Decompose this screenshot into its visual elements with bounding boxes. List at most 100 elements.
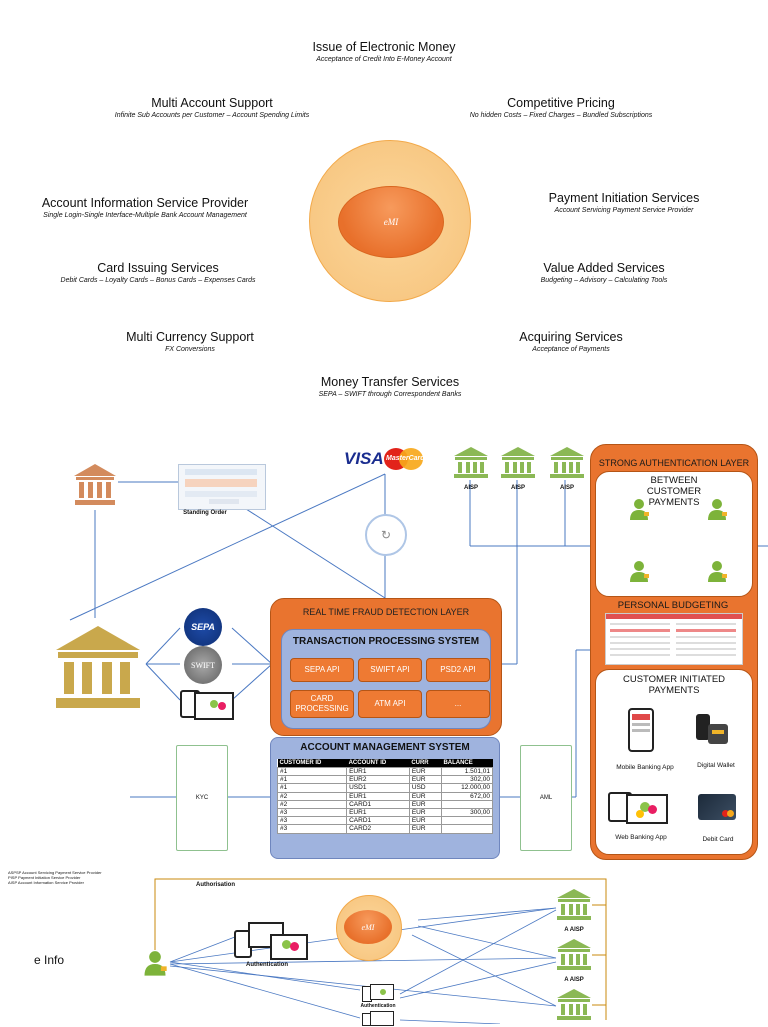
cell: EUR1 xyxy=(346,791,410,801)
more-api-button[interactable]: ... xyxy=(426,690,490,718)
service-title: Value Added Services xyxy=(543,261,665,275)
cell: USD xyxy=(408,783,442,793)
mobile-banking-app-label: Mobile Banking App xyxy=(616,764,674,771)
service-sub: Acceptance of Payments xyxy=(532,346,610,353)
person-icon-3 xyxy=(630,561,649,582)
service-issue: Issue of Electronic Money Acceptance of … xyxy=(234,40,534,64)
mastercard-yellow-circle xyxy=(399,448,423,470)
fraud-detection-layer: REAL TIME FRAUD DETECTION LAYER TRANSACT… xyxy=(270,598,502,736)
service-multi-account: Multi Account Support Infinite Sub Accou… xyxy=(62,96,362,120)
cell: USD1 xyxy=(346,783,410,793)
mastercard-text: MasterCard xyxy=(386,455,425,462)
cell: EUR xyxy=(408,766,442,777)
strong-auth-title: STRONG AUTHENTICATION LAYER xyxy=(598,458,750,468)
authentication-label-2: Authentication xyxy=(360,1003,396,1009)
between-customer-panel: BETWEEN CUSTOMER PAYMENTS xyxy=(595,471,753,597)
service-title: Account Information Service Provider xyxy=(41,196,249,210)
digital-wallet-label: Digital Wallet xyxy=(697,762,735,769)
cell: EUR xyxy=(408,807,442,818)
service-card: Card Issuing Services Debit Cards – Loya… xyxy=(8,261,308,285)
service-transfer: Money Transfer Services SEPA – SWIFT thr… xyxy=(240,375,540,399)
col-currency: CURR xyxy=(409,759,442,768)
personal-budgeting-title: PERSONAL BUDGETING xyxy=(617,600,729,611)
account-management-system: ACCOUNT MANAGEMENT SYSTEM CUSTOMER ID AC… xyxy=(270,737,500,859)
atm-api-button[interactable]: ATM API xyxy=(358,690,422,718)
cell: 12.000,00 xyxy=(440,783,494,793)
authorisation-label: Authorisation xyxy=(196,882,235,888)
bank-icon xyxy=(454,447,488,478)
main-bank-icon xyxy=(56,626,140,708)
budget-spreadsheet-image xyxy=(605,613,743,665)
cell: EUR2 xyxy=(346,775,410,785)
initiated-title: CUSTOMER INITIATED PAYMENTS xyxy=(622,674,726,696)
authentication-label-1: Authentication xyxy=(246,962,288,968)
sepa-api-button[interactable]: SEPA API xyxy=(290,658,354,682)
aml-label: AML xyxy=(539,795,553,801)
person-icon-2 xyxy=(708,499,727,520)
service-sub: FX Conversions xyxy=(165,346,215,353)
cell: EUR xyxy=(408,799,442,809)
cell: #2 xyxy=(276,791,348,801)
user-person-icon xyxy=(144,951,167,976)
abbreviation-legend: ASPSP Account Servicing Payment Service … xyxy=(8,870,102,885)
kyc-label: KYC xyxy=(195,795,209,801)
customer-initiated-panel: CUSTOMER INITIATED PAYMENTS Mobile Banki… xyxy=(595,669,753,855)
cell: EUR xyxy=(408,775,442,785)
swift-api-button[interactable]: SWIFT API xyxy=(358,658,422,682)
aisp-label: AISP xyxy=(510,485,525,491)
web-banking-devices-icon xyxy=(608,790,668,824)
service-pis: Payment Initiation Services Account Serv… xyxy=(494,191,754,215)
col-account-id: ACCOUNT ID xyxy=(346,759,410,768)
tps-title: TRANSACTION PROCESSING SYSTEM xyxy=(292,636,480,647)
ams-title: ACCOUNT MANAGEMENT SYSTEM xyxy=(300,742,470,753)
psd2-api-button[interactable]: PSD2 API xyxy=(426,658,490,682)
swift-text: SWIFT xyxy=(191,660,215,670)
devices-icon xyxy=(180,688,234,722)
cell: 300,00 xyxy=(440,807,494,818)
service-title: Multi Currency Support xyxy=(126,330,254,344)
bottom-emi-circle: eMI xyxy=(336,895,402,961)
visa-mastercard-logo: VISA MasterCard xyxy=(344,448,426,472)
cell: #3 xyxy=(276,807,348,818)
service-title: Multi Account Support xyxy=(151,96,273,110)
legend-line: PISP Payment Initiation Service Provider xyxy=(8,875,81,880)
digital-wallet-icon xyxy=(696,710,730,746)
cell: EUR xyxy=(408,791,442,801)
person-icon-1 xyxy=(630,499,649,520)
bank-icon xyxy=(74,464,116,505)
cell: #3 xyxy=(276,824,348,834)
bank-icon xyxy=(550,447,584,478)
standing-order-label: Standing Order xyxy=(183,510,227,516)
cell: 672,00 xyxy=(440,791,494,801)
service-sub: SEPA – SWIFT through Correspondent Banks xyxy=(318,391,462,398)
service-acquiring: Acquiring Services Acceptance of Payment… xyxy=(471,330,671,354)
cell: #1 xyxy=(276,775,348,785)
card-processing-button[interactable]: CARD PROCESSING xyxy=(290,690,354,718)
cell: #3 xyxy=(276,816,348,826)
sync-circle-icon: ↻ xyxy=(365,514,407,556)
cell: 1.501,01 xyxy=(440,766,494,777)
service-title: Issue of Electronic Money xyxy=(312,40,456,54)
cell xyxy=(440,824,494,834)
service-title: Money Transfer Services xyxy=(320,375,460,389)
cell: #2 xyxy=(276,799,348,809)
visa-text: VISA xyxy=(344,449,384,468)
sepa-logo: SEPA xyxy=(184,608,222,646)
cell: EUR xyxy=(408,824,442,834)
kyc-box: KYC xyxy=(176,745,228,851)
cell xyxy=(440,816,494,826)
cell: EUR xyxy=(408,816,442,826)
authentication-devices-icon xyxy=(234,920,308,960)
aisp-label: AISP xyxy=(559,485,574,491)
authentication-device-2 xyxy=(362,984,394,1002)
aml-box: AML xyxy=(520,745,572,851)
debit-card-label: Debit Card xyxy=(702,836,734,843)
mobile-phone-icon xyxy=(628,708,654,752)
